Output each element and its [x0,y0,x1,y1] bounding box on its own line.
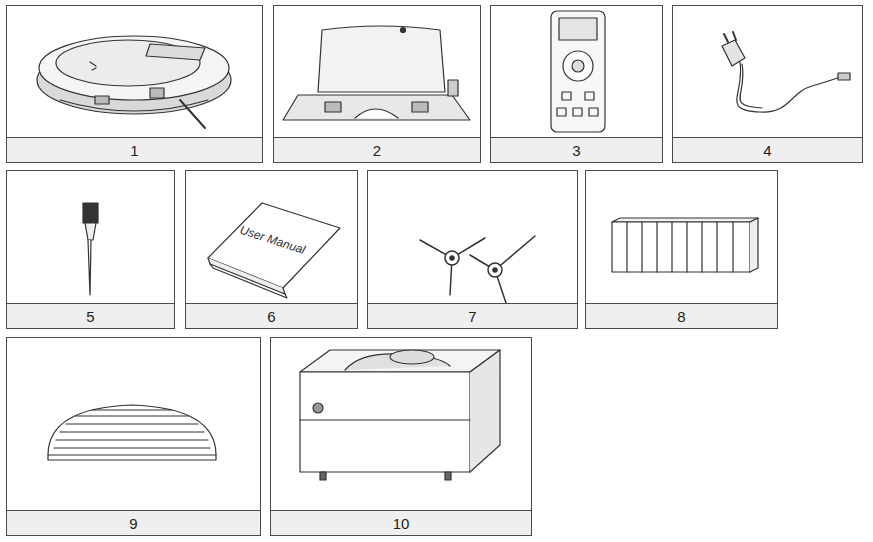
item-panel: 6 [185,170,358,329]
number-band: 9 [7,510,260,535]
item-number: 5 [86,309,94,324]
number-band: 10 [271,510,531,535]
item-panel: 10 [270,337,532,536]
item-number: 9 [129,516,137,531]
cover-text: User Manual [238,223,307,257]
item-panel: 2 [273,5,481,163]
item-number: 1 [130,143,138,158]
number-band: 4 [673,137,862,162]
item-number: 2 [373,143,381,158]
item-panel: 5 [6,170,175,329]
item-number: 10 [393,516,410,531]
water-tank [300,350,500,480]
item-panel: 9 [6,337,261,536]
item-panel: 1 [6,5,263,163]
number-band: 2 [274,137,480,162]
number-band: 3 [491,137,662,162]
robot-vacuum [37,36,231,128]
number-band: 7 [368,303,577,328]
item-number: 8 [677,309,685,324]
number-band: 1 [7,137,262,162]
item-panel: 8 [585,170,778,329]
remote-control [551,11,605,132]
filter [612,218,758,272]
cleaning-brush [83,203,98,295]
item-panel: 3 [490,5,663,163]
item-panel: 4 [672,5,863,163]
charging-dock [283,26,470,120]
item-panel: 7 [367,170,578,329]
item-number: 6 [267,309,275,324]
number-band: 8 [586,303,777,328]
number-band: 5 [7,303,174,328]
number-band: 6 [186,303,357,328]
item-number: 3 [572,143,580,158]
item-number: 4 [763,143,771,158]
power-adapter [722,32,850,112]
mop-plate [48,405,216,460]
item-number: 7 [468,309,476,324]
user-manual-booklet [208,203,340,298]
